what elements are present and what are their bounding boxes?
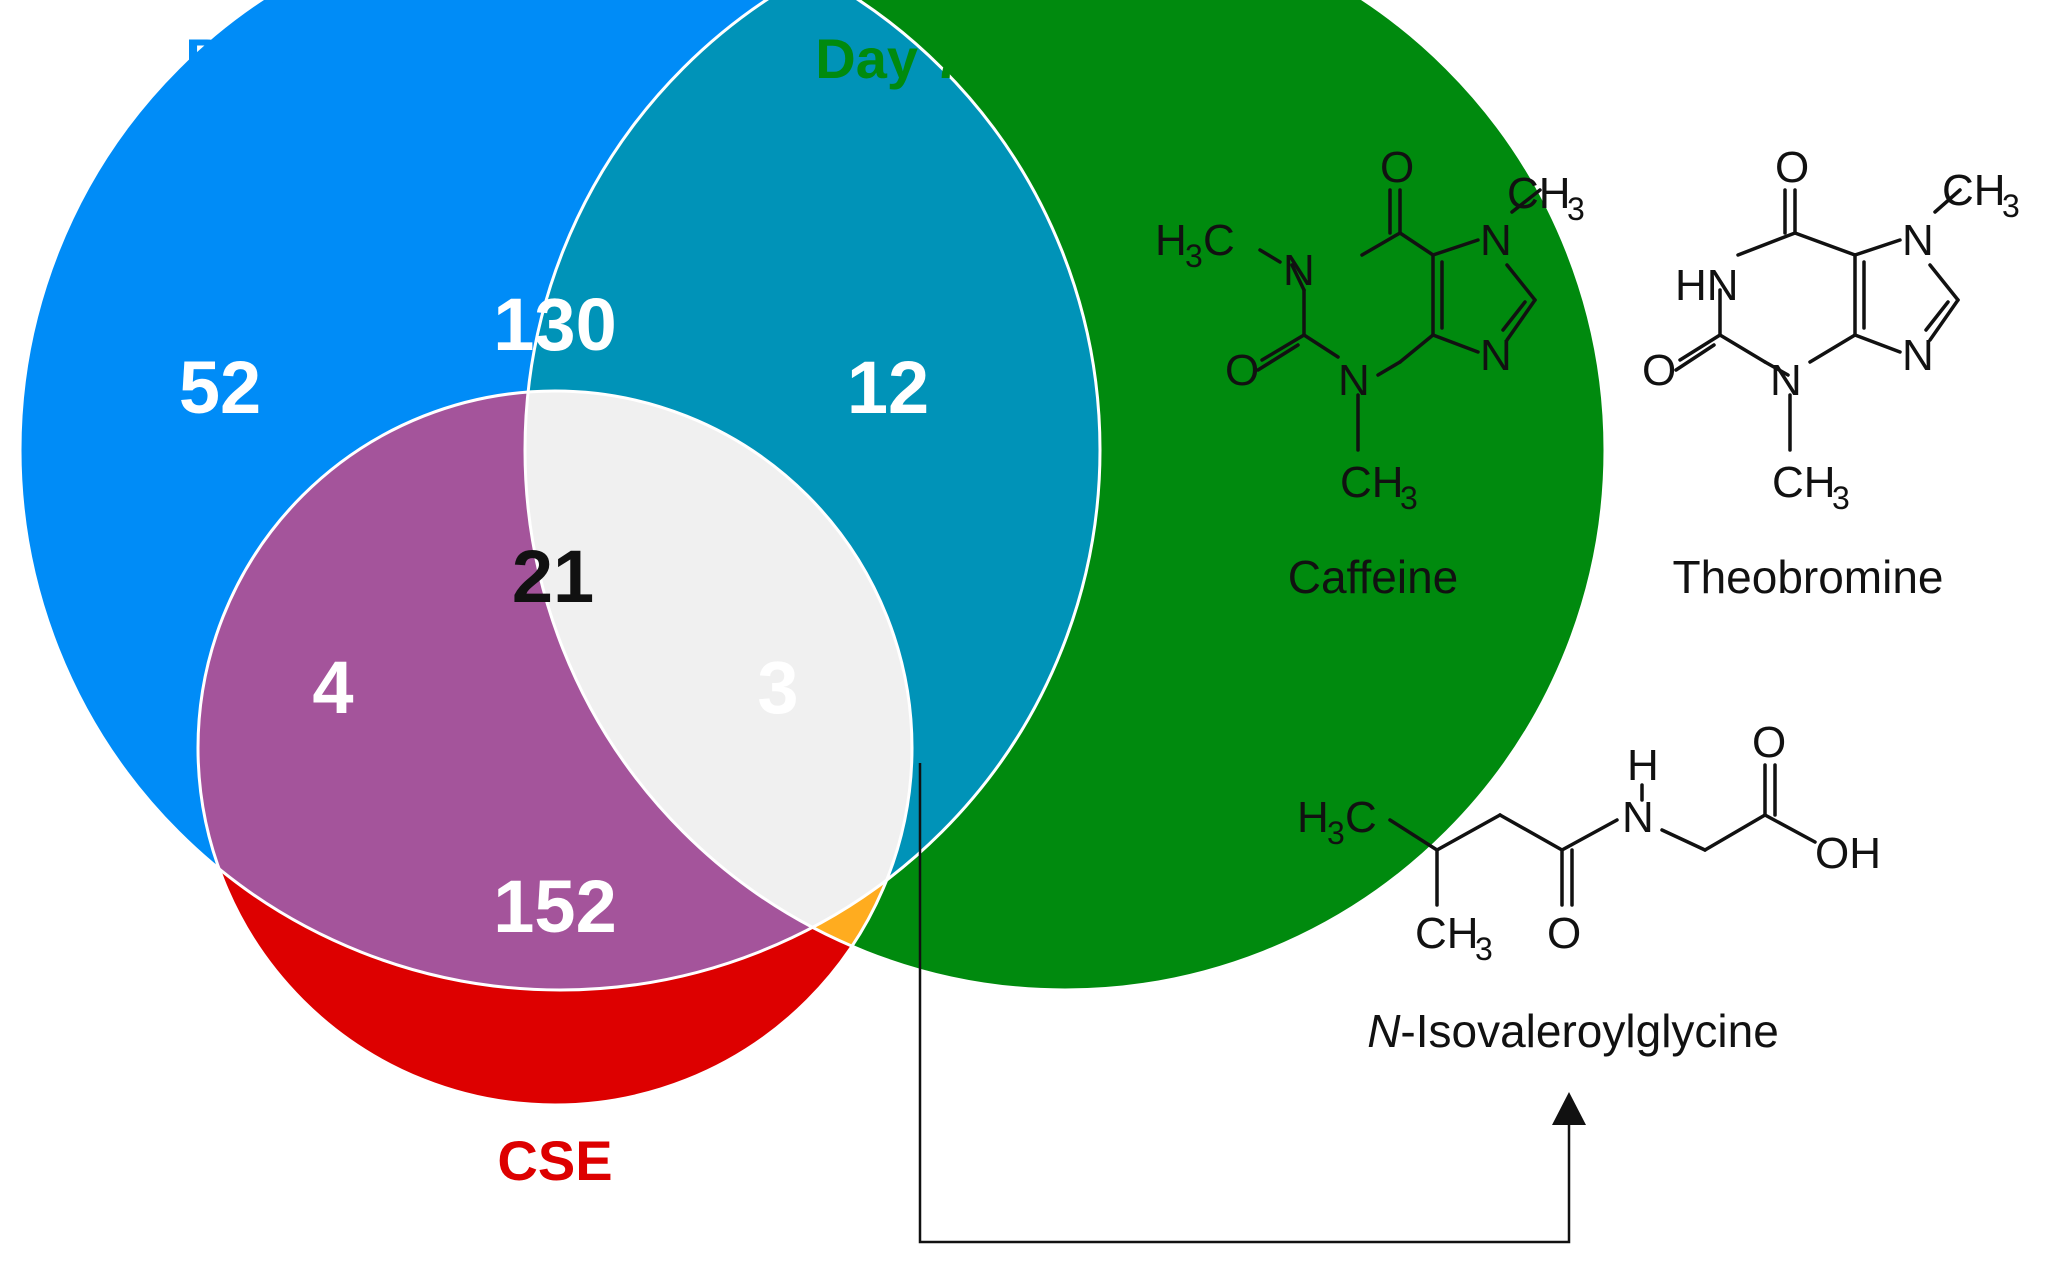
svg-text:CH: CH: [1942, 166, 2006, 215]
methyl-label: CH 3: [1507, 169, 1585, 227]
svg-text:3: 3: [1832, 480, 1850, 516]
count-basal-cse: 4: [312, 646, 353, 729]
atom-label: O: [1752, 718, 1786, 767]
atom-label: HN: [1675, 261, 1739, 310]
methyl-label: CH 3: [1772, 458, 1850, 516]
set-label-day7: Day 7: [815, 27, 964, 90]
atom-label: O: [1380, 143, 1414, 192]
atom-label: N: [1770, 356, 1802, 405]
set-label-cse: CSE: [497, 1129, 612, 1192]
svg-text:3: 3: [1475, 931, 1493, 967]
atom-label: N: [1338, 356, 1370, 405]
connector-arrow: [918, 763, 1586, 1244]
methyl-label: H 3 C: [1297, 793, 1377, 851]
svg-text:CH: CH: [1415, 909, 1479, 958]
svg-text:CH: CH: [1772, 458, 1836, 507]
caffeine-structure: O N N N N O H 3 C CH 3 CH 3 Caffeine: [1155, 143, 1585, 603]
count-cse-only: 152: [493, 865, 616, 948]
svg-text:3: 3: [2002, 188, 2020, 224]
svg-text:3: 3: [1400, 480, 1418, 516]
svg-text:C: C: [1203, 216, 1235, 265]
venn-outlines: [18, 0, 1607, 1107]
svg-text:H: H: [1155, 216, 1187, 265]
atom-label: N: [1480, 331, 1512, 380]
svg-text:3: 3: [1567, 191, 1585, 227]
compound-name-caffeine: Caffeine: [1288, 551, 1459, 603]
methyl-label: CH 3: [1415, 909, 1493, 967]
svg-text:3: 3: [1327, 815, 1345, 851]
compound-name-theobromine: Theobromine: [1672, 551, 1943, 603]
theobromine-structure: O HN N N N O CH 3 CH 3 Theobromine: [1642, 143, 2020, 603]
atom-label: N: [1480, 216, 1512, 265]
count-day7-cse: 3: [757, 646, 798, 729]
svg-text:H: H: [1297, 793, 1329, 842]
svg-text:CH: CH: [1507, 169, 1571, 218]
set-label-basal: Basal: [185, 27, 334, 90]
atom-label: O: [1775, 143, 1809, 192]
atom-label: N: [1902, 331, 1934, 380]
atom-label: N: [1622, 793, 1654, 842]
svg-text:CH: CH: [1340, 458, 1404, 507]
count-basal-only: 52: [179, 346, 261, 429]
atom-label: OH: [1815, 829, 1881, 878]
methyl-label: H 3 C: [1155, 216, 1235, 274]
count-day7-only: 12: [847, 346, 929, 429]
atom-label: N: [1283, 246, 1315, 295]
count-all-three: 21: [512, 535, 594, 618]
svg-text:C: C: [1345, 793, 1377, 842]
isovaleroylglycine-structure: H 3 C CH 3 O H N O OH N-Isovaleroylglyci…: [1297, 718, 1881, 1057]
svg-text:3: 3: [1185, 238, 1203, 274]
atom-label: O: [1225, 346, 1259, 395]
atom-label: O: [1642, 346, 1676, 395]
venn-diagram: Basal Day 7 CSE 52 130 12 21 4 3 152: [18, 0, 1607, 1192]
count-basal-day7: 130: [493, 283, 616, 366]
compound-name-isovaleroylglycine: N-Isovaleroylglycine: [1367, 1005, 1779, 1057]
atom-label: H: [1627, 741, 1659, 790]
methyl-label: CH 3: [1340, 458, 1418, 516]
atom-label: O: [1547, 909, 1581, 958]
methyl-label: CH 3: [1942, 166, 2020, 224]
atom-label: N: [1902, 216, 1934, 265]
